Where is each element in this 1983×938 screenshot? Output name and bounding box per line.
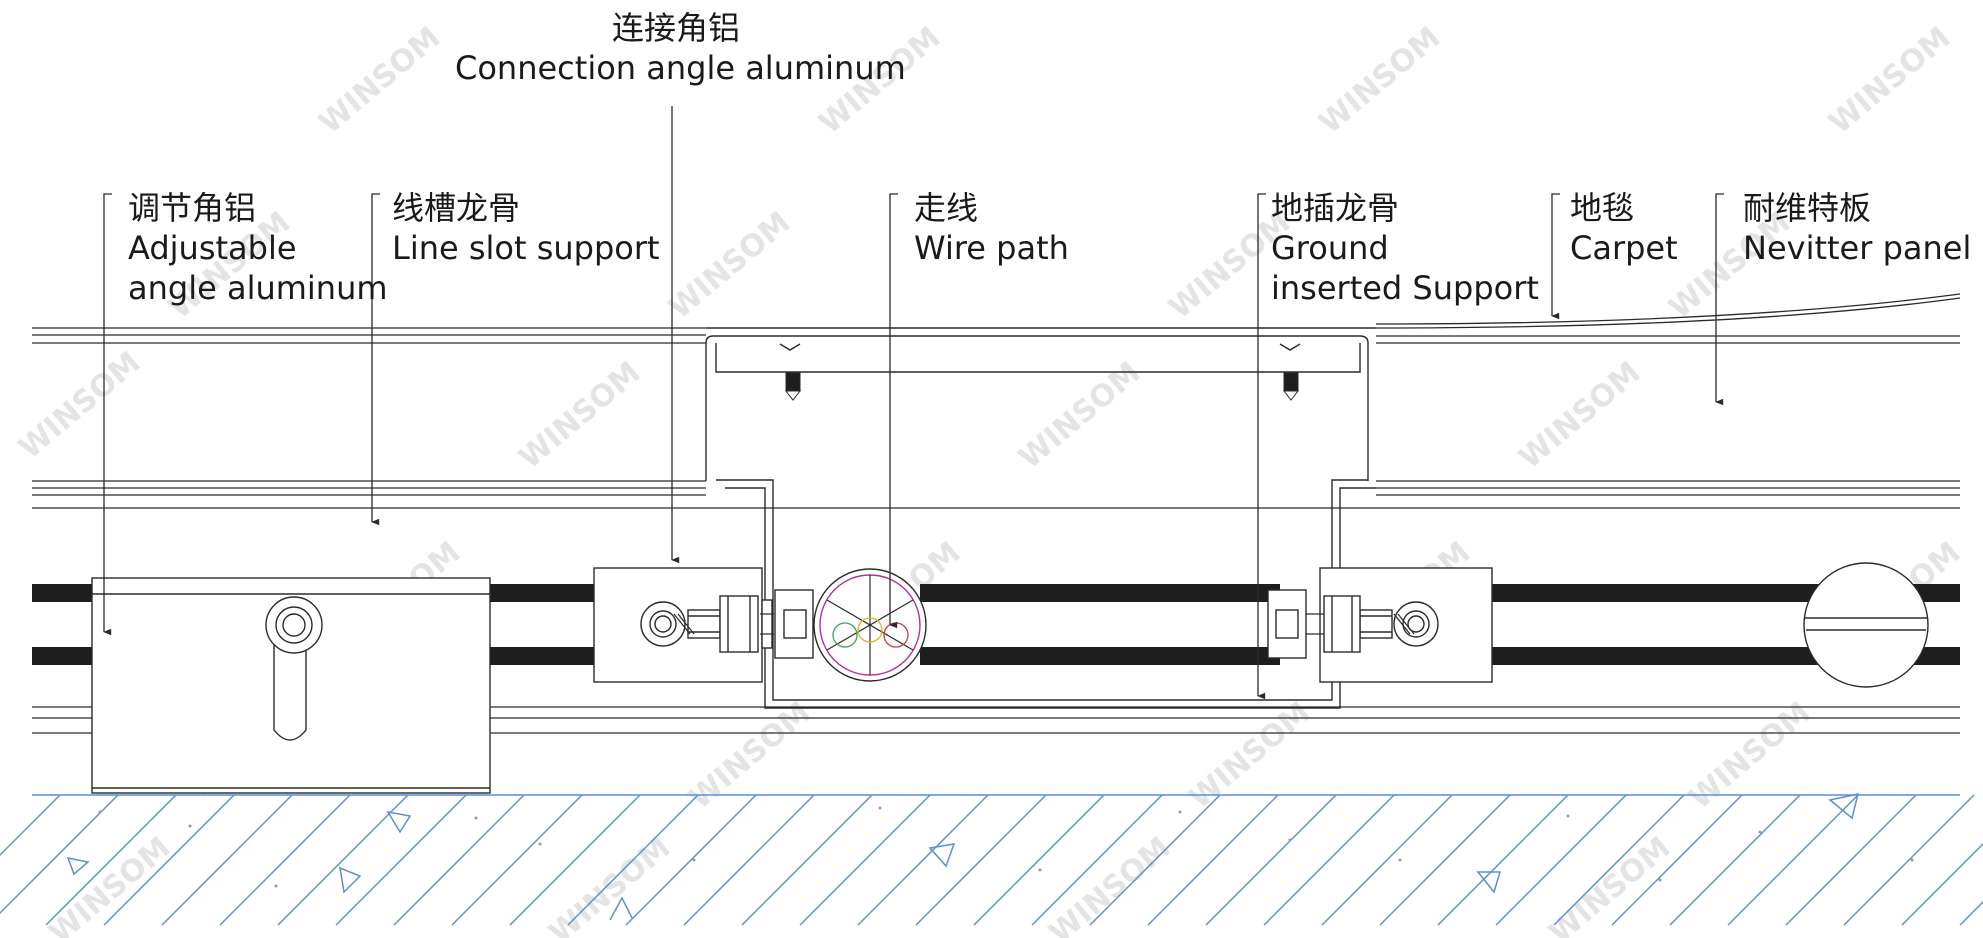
watermarks: WINSOM WINSOM WINSOM WINSOM WINSOM WINSO… xyxy=(13,20,1968,938)
svg-text:WINSOM: WINSOM xyxy=(1183,695,1318,816)
ground-support-bracket xyxy=(1267,567,1493,683)
label-adjustable-angle: 调节角铝 Adjustable angle aluminum xyxy=(128,188,388,308)
connection-angle-bracket xyxy=(593,567,814,683)
label-carpet-zh: 地毯 xyxy=(1570,189,1635,227)
svg-text:WINSOM: WINSOM xyxy=(1513,355,1648,476)
wire-conduit xyxy=(813,568,927,682)
svg-text:WINSOM: WINSOM xyxy=(543,830,678,938)
label-line-slot-en: Line slot support xyxy=(392,229,660,267)
label-carpet-en: Carpet xyxy=(1570,229,1678,267)
label-wire-path-en: Wire path xyxy=(914,229,1069,267)
svg-text:WINSOM: WINSOM xyxy=(1823,20,1958,141)
svg-text:WINSOM: WINSOM xyxy=(663,205,798,326)
line-slot-channel xyxy=(705,327,1376,709)
adjustable-angle-bracket xyxy=(91,577,491,794)
label-line-slot-zh: 线槽龙骨 xyxy=(392,189,521,227)
screws xyxy=(784,372,1300,401)
label-nevitter-panel: 耐维特板 Nevitter panel xyxy=(1743,188,1971,268)
label-adjustable-angle-en2: angle aluminum xyxy=(128,269,388,307)
svg-text:WINSOM: WINSOM xyxy=(1313,20,1448,141)
label-ground-support-en1: Ground xyxy=(1271,229,1389,267)
concrete-slab xyxy=(0,793,1983,926)
label-wire-path: 走线 Wire path xyxy=(914,188,1069,268)
svg-text:WINSOM: WINSOM xyxy=(313,20,448,141)
label-wire-path-zh: 走线 xyxy=(914,189,979,227)
label-ground-support: 地插龙骨 Ground inserted Support xyxy=(1271,188,1539,308)
label-adjustable-angle-zh: 调节角铝 xyxy=(128,189,257,227)
threaded-rods xyxy=(673,613,1415,635)
label-connection-angle: 连接角铝 Connection angle aluminum xyxy=(455,8,906,88)
round-pipe xyxy=(1803,562,1929,688)
leader-lines xyxy=(103,106,1724,700)
svg-text:WINSOM: WINSOM xyxy=(1543,830,1678,938)
label-ground-support-zh: 地插龙骨 xyxy=(1271,189,1400,227)
label-adjustable-angle-en1: Adjustable xyxy=(128,229,297,267)
label-ground-support-en2: inserted Support xyxy=(1271,269,1539,307)
svg-text:WINSOM: WINSOM xyxy=(43,830,178,938)
label-line-slot: 线槽龙骨 Line slot support xyxy=(392,188,660,268)
concrete-dots xyxy=(98,806,1914,888)
svg-text:WINSOM: WINSOM xyxy=(513,355,648,476)
label-connection-angle-en: Connection angle aluminum xyxy=(455,49,906,87)
label-nevitter-panel-zh: 耐维特板 xyxy=(1743,189,1872,227)
svg-text:WINSOM: WINSOM xyxy=(1013,355,1148,476)
label-nevitter-panel-en: Nevitter panel xyxy=(1743,229,1972,267)
label-carpet: 地毯 Carpet xyxy=(1570,188,1678,268)
svg-text:WINSOM: WINSOM xyxy=(683,695,818,816)
svg-text:WINSOM: WINSOM xyxy=(13,345,148,466)
label-connection-angle-zh: 连接角铝 xyxy=(612,9,741,47)
